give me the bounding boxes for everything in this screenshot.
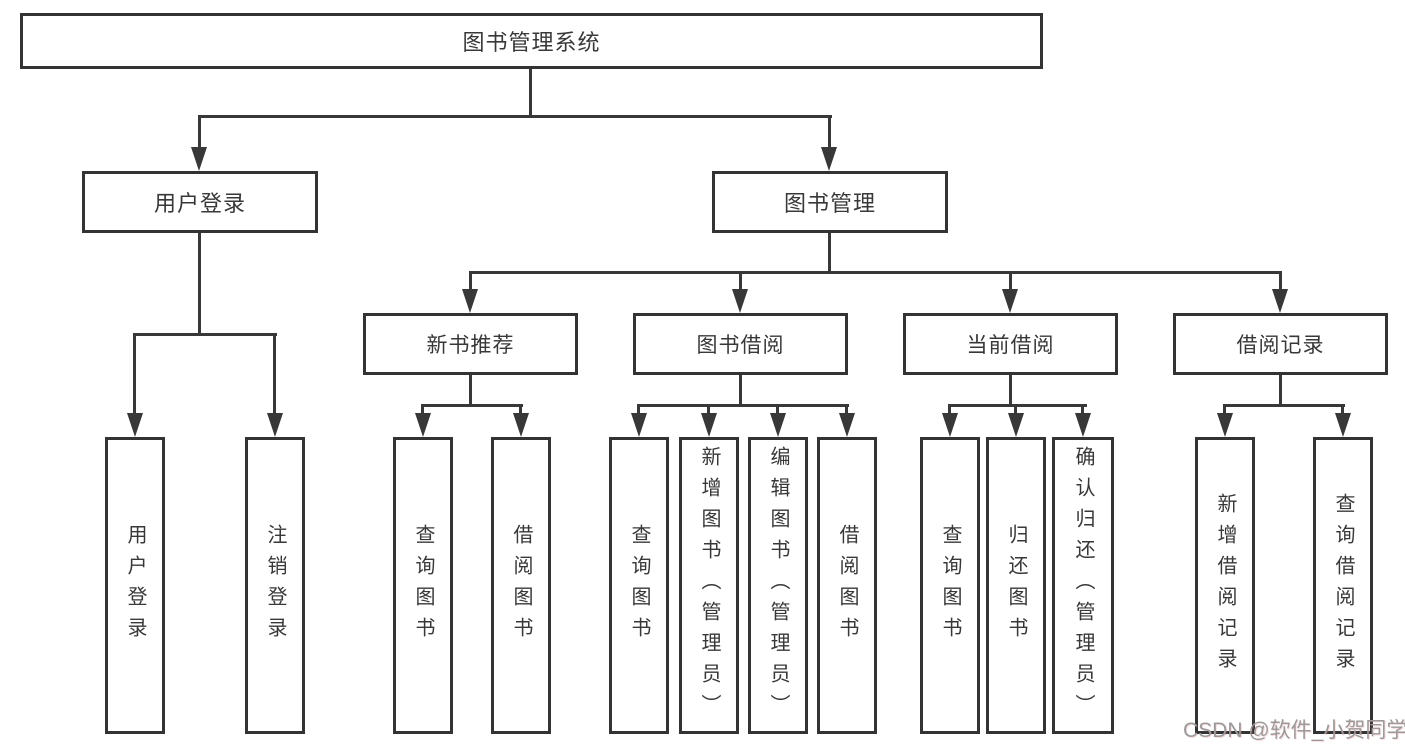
connector-line — [845, 404, 848, 416]
leaf-borrow-books-recommend: 借阅图书 — [491, 437, 551, 734]
connector-line — [707, 404, 710, 416]
connector-line — [739, 375, 742, 406]
leaf-label: 注销登录 — [264, 523, 286, 648]
arrowhead-down-icon — [732, 289, 748, 313]
arrowhead-down-icon — [821, 147, 837, 171]
leaf-label: 查询借阅记录 — [1332, 492, 1354, 679]
connector-line — [828, 233, 831, 274]
leaf-borrow-books: 借阅图书 — [817, 437, 877, 734]
leaf-query-books-recommend: 查询图书 — [393, 437, 453, 734]
leaf-query-books-borrowing: 查询图书 — [609, 437, 669, 734]
arrowhead-down-icon — [127, 413, 143, 437]
node-library-management-system: 图书管理系统 — [20, 13, 1043, 69]
leaf-query-books-current: 查询图书 — [920, 437, 980, 734]
connector-line — [469, 375, 472, 406]
arrowhead-down-icon — [1008, 413, 1024, 437]
connector-line — [1223, 404, 1226, 416]
connector-line — [421, 404, 424, 416]
leaf-add-books-admin: 新增图书（管理员） — [679, 437, 739, 734]
node-label: 新书推荐 — [426, 334, 515, 357]
leaf-edit-books-admin: 编辑图书（管理员） — [748, 437, 808, 734]
node-borrowing-records: 借阅记录 — [1173, 313, 1388, 375]
leaf-confirm-return-admin: 确认归还（管理员） — [1052, 437, 1114, 734]
node-user-login: 用户登录 — [82, 171, 318, 233]
arrowhead-down-icon — [701, 413, 717, 437]
connector-line — [1279, 271, 1282, 291]
node-label: 当前借阅 — [966, 334, 1055, 357]
leaf-return-books: 归还图书 — [986, 437, 1046, 734]
connector-line — [776, 404, 779, 416]
leaf-logout: 注销登录 — [245, 437, 305, 734]
arrowhead-down-icon — [1272, 289, 1288, 313]
arrowhead-down-icon — [1217, 413, 1233, 437]
connector-line — [273, 333, 276, 415]
leaf-add-borrow-record: 新增借阅记录 — [1195, 437, 1255, 734]
leaf-label: 新增图书（管理员） — [698, 446, 720, 725]
connector-line — [1279, 375, 1282, 406]
node-book-borrowing: 图书借阅 — [633, 313, 848, 375]
node-label: 图书管理系统 — [462, 30, 601, 55]
arrowhead-down-icon — [1075, 413, 1091, 437]
connector-line — [948, 404, 1087, 407]
leaf-label: 编辑图书（管理员） — [767, 446, 789, 725]
connector-line — [198, 115, 201, 150]
node-label: 借阅记录 — [1236, 334, 1325, 357]
connector-line — [198, 233, 201, 336]
arrowhead-down-icon — [191, 147, 207, 171]
leaf-query-borrow-record: 查询借阅记录 — [1313, 437, 1373, 734]
connector-line — [133, 333, 136, 415]
arrowhead-down-icon — [267, 413, 283, 437]
arrowhead-down-icon — [415, 413, 431, 437]
connector-line — [948, 404, 951, 416]
leaf-label: 查询图书 — [628, 523, 650, 648]
arrowhead-down-icon — [942, 413, 958, 437]
arrowhead-down-icon — [462, 289, 478, 313]
connector-line — [133, 333, 277, 336]
leaf-label: 查询图书 — [412, 523, 434, 648]
node-label: 图书管理 — [783, 191, 876, 216]
csdn-watermark: CSDN @软件_小贺同学 — [1183, 719, 1405, 742]
connector-line — [637, 404, 640, 416]
node-current-borrowing: 当前借阅 — [903, 313, 1118, 375]
connector-line — [1081, 404, 1084, 416]
leaf-label: 确认归还（管理员） — [1072, 446, 1094, 725]
connector-line — [1014, 404, 1017, 416]
node-book-management: 图书管理 — [712, 171, 948, 233]
leaf-label: 用户登录 — [124, 523, 146, 648]
arrowhead-down-icon — [1002, 289, 1018, 313]
leaf-label: 新增借阅记录 — [1214, 492, 1236, 679]
leaf-label: 借阅图书 — [510, 523, 532, 648]
connector-line — [198, 115, 832, 118]
connector-line — [469, 271, 472, 291]
node-label: 图书借阅 — [696, 334, 785, 357]
connector-line — [828, 115, 831, 150]
node-label: 用户登录 — [153, 191, 246, 216]
connector-line — [529, 69, 532, 117]
connector-line — [469, 271, 1282, 274]
arrowhead-down-icon — [1335, 413, 1351, 437]
connector-line — [1009, 271, 1012, 291]
arrowhead-down-icon — [770, 413, 786, 437]
connector-line — [1223, 404, 1345, 407]
leaf-user-login: 用户登录 — [105, 437, 165, 734]
connector-line — [1341, 404, 1344, 416]
leaf-label: 借阅图书 — [836, 523, 858, 648]
arrowhead-down-icon — [513, 413, 529, 437]
connector-line — [519, 404, 522, 416]
node-new-book-recommend: 新书推荐 — [363, 313, 578, 375]
arrowhead-down-icon — [839, 413, 855, 437]
connector-line — [1009, 375, 1012, 406]
connector-line — [421, 404, 523, 407]
leaf-label: 归还图书 — [1005, 523, 1027, 648]
leaf-label: 查询图书 — [939, 523, 961, 648]
connector-line — [637, 404, 849, 407]
arrowhead-down-icon — [631, 413, 647, 437]
connector-line — [739, 271, 742, 291]
